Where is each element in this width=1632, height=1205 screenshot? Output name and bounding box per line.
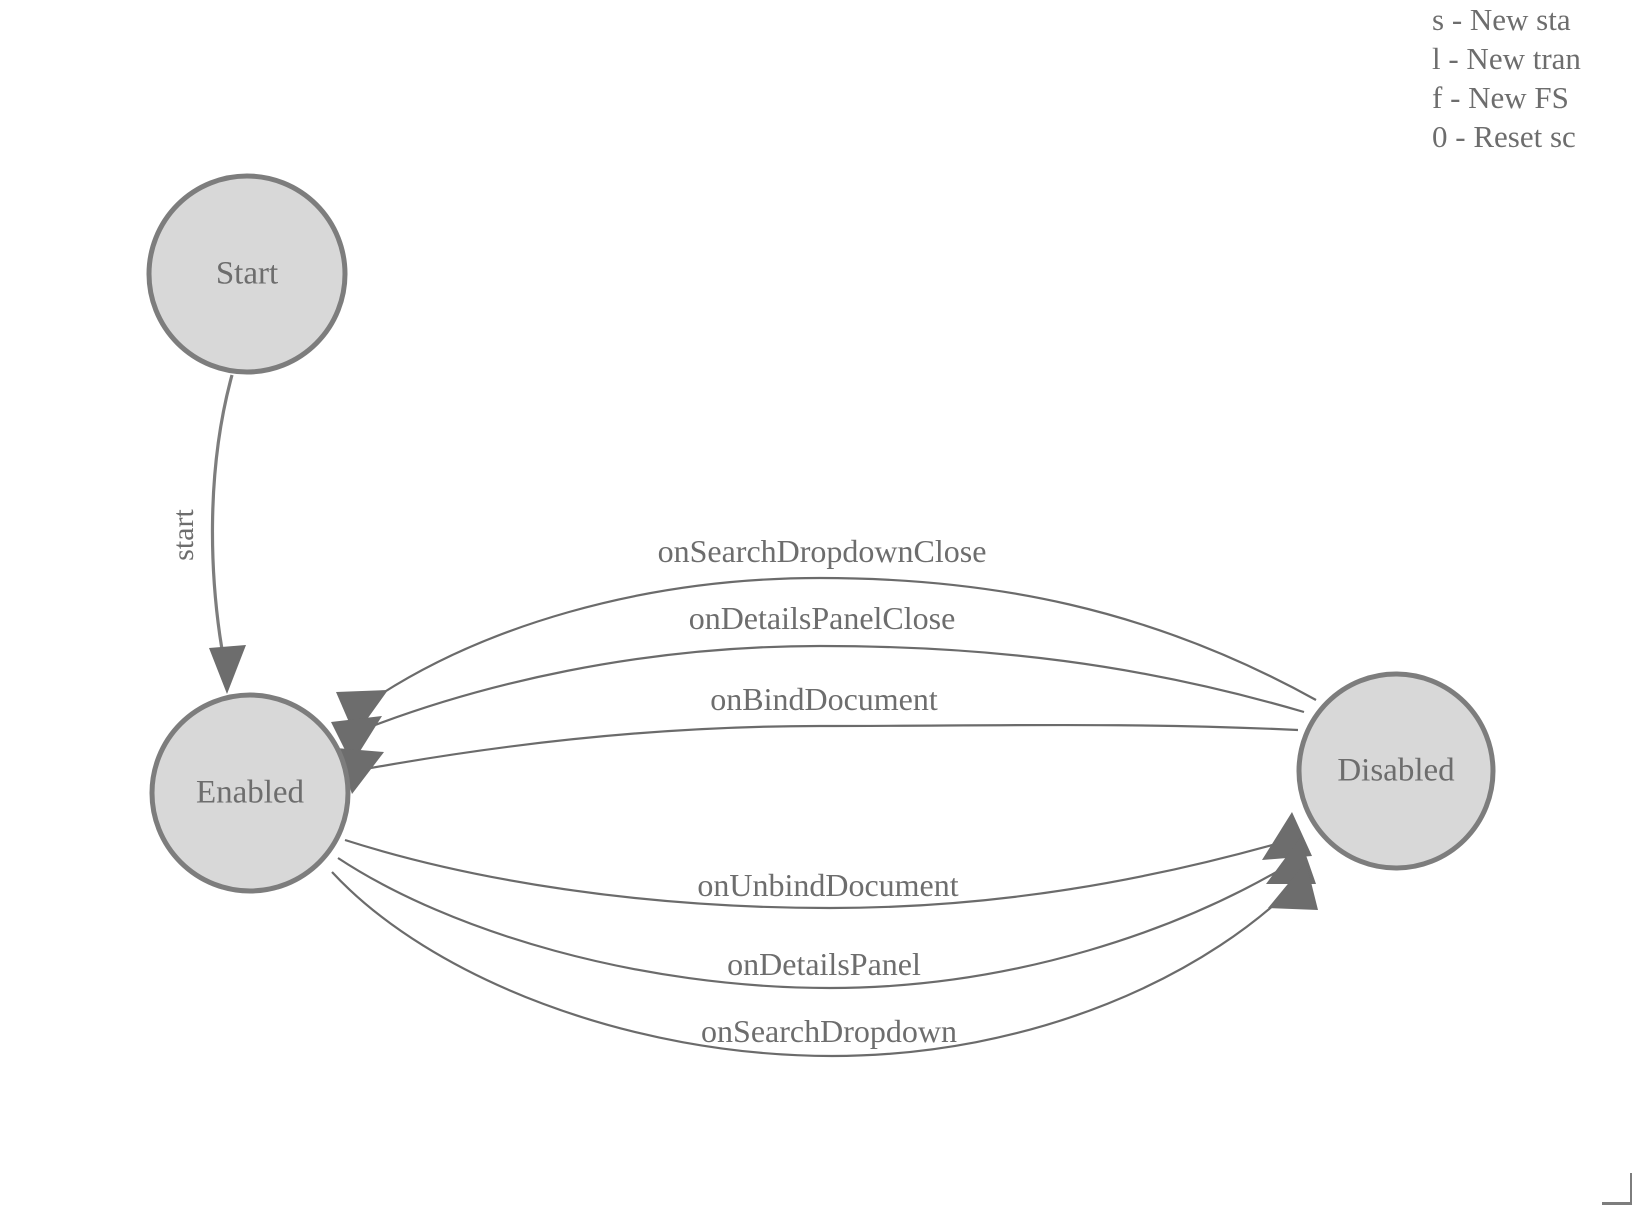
edge-path-on-details-panel bbox=[337, 857, 1301, 990]
edge-path-start bbox=[210, 374, 234, 673]
transition-on-bind-document[interactable] bbox=[336, 723, 1299, 794]
edge-path-on-search-dropdown-close bbox=[371, 576, 1317, 701]
edge-label-on-unbind-document: onUnbindDocument bbox=[697, 867, 958, 903]
keyboard-shortcut-legend: s - New sta l - New tran f - New FS 0 - … bbox=[1432, 0, 1632, 156]
arrowhead-on-details-panel-close bbox=[331, 716, 382, 764]
arrowhead-start bbox=[209, 645, 246, 694]
state-node-disabled[interactable]: Disabled bbox=[1296, 671, 1496, 871]
edge-label-start: start bbox=[167, 509, 200, 561]
transition-start[interactable] bbox=[209, 374, 246, 694]
state-label-disabled: Disabled bbox=[1337, 753, 1455, 789]
legend-line-new-transition: l - New tran bbox=[1432, 41, 1581, 76]
edge-label-on-bind-document: onBindDocument bbox=[710, 681, 938, 717]
arrowhead-on-search-dropdown bbox=[1268, 862, 1318, 910]
legend-line-new-state: s - New sta bbox=[1432, 2, 1571, 37]
legend-line-new-fsm: f - New FS bbox=[1432, 80, 1569, 115]
edge-label-on-details-panel: onDetailsPanel bbox=[727, 946, 921, 982]
edge-path-on-unbind-document bbox=[344, 838, 1291, 910]
state-circle-disabled[interactable] bbox=[1296, 671, 1496, 871]
state-circle-start[interactable] bbox=[146, 173, 348, 375]
edge-path-on-search-dropdown bbox=[331, 871, 1309, 1058]
canvas-corner-handle[interactable] bbox=[1602, 1173, 1632, 1205]
arrowhead-on-search-dropdown-close bbox=[336, 690, 388, 736]
edge-path-on-details-panel-close bbox=[361, 644, 1305, 732]
transition-on-search-dropdown-close[interactable] bbox=[336, 576, 1317, 736]
edge-path-on-bind-document bbox=[359, 723, 1299, 772]
state-node-start[interactable]: Start bbox=[146, 173, 348, 375]
state-label-start: Start bbox=[216, 256, 278, 292]
transition-on-search-dropdown[interactable] bbox=[331, 862, 1318, 1058]
state-label-enabled: Enabled bbox=[196, 775, 305, 811]
edge-label-on-search-dropdown-close: onSearchDropdownClose bbox=[658, 533, 987, 569]
transition-on-details-panel-close[interactable] bbox=[331, 644, 1305, 764]
state-circle-enabled[interactable] bbox=[149, 692, 351, 894]
state-node-enabled[interactable]: Enabled bbox=[149, 692, 351, 894]
edge-label-on-search-dropdown: onSearchDropdown bbox=[701, 1013, 957, 1049]
legend-line-reset: 0 - Reset sc bbox=[1432, 119, 1576, 154]
edge-label-on-details-panel-close: onDetailsPanelClose bbox=[689, 600, 956, 636]
